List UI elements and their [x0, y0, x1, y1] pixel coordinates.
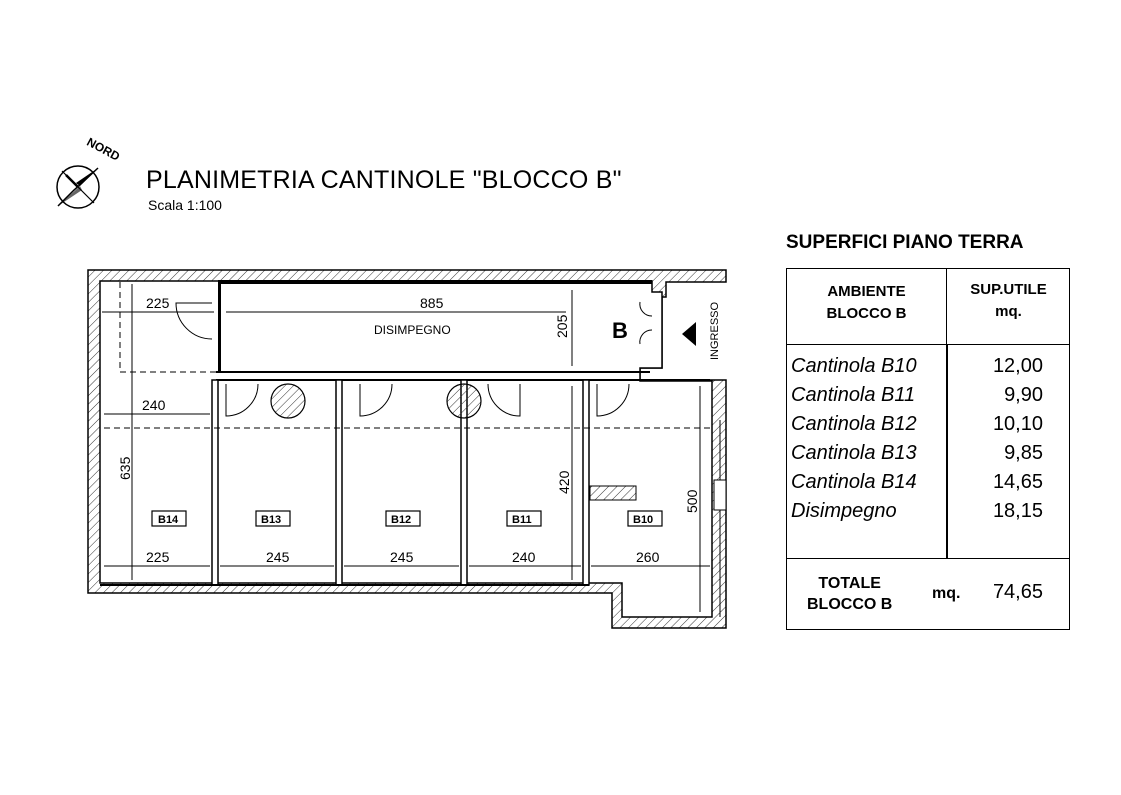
block-letter: B — [612, 318, 628, 343]
total-unit: mq. — [932, 585, 961, 602]
dim-b14-top: 240 — [142, 397, 166, 413]
svg-text:B13: B13 — [261, 514, 281, 526]
room-tag: B14 — [151, 510, 187, 527]
total-label: TOTALE BLOCCO B — [807, 575, 893, 613]
compass-label: NORD — [84, 135, 122, 164]
room-tag: B13 — [255, 510, 291, 527]
total-value: 74,65 — [992, 581, 1043, 603]
header-sup-utile: SUP.UTILE mq. — [947, 269, 1070, 345]
pillars — [270, 383, 482, 419]
page-title: PLANIMETRIA CANTINOLE "BLOCCO B" — [146, 166, 622, 194]
entrance-arrow-icon — [682, 322, 696, 346]
dim-corridor-depth: 205 — [554, 314, 570, 338]
corridor-label: DISIMPEGNO — [374, 323, 451, 337]
doors — [175, 301, 653, 417]
room-tag: B12 — [385, 510, 421, 527]
dim-b14-width: 225 — [146, 549, 170, 565]
svg-text:B10: B10 — [633, 514, 653, 526]
dim-b13-width: 245 — [266, 549, 290, 565]
dim-b10-height: 500 — [684, 489, 700, 513]
svg-text:B11: B11 — [512, 514, 532, 526]
dim-b12-width: 245 — [390, 549, 414, 565]
svg-text:B12: B12 — [391, 514, 411, 526]
north-arrow-icon: NORD — [56, 135, 123, 209]
scale-label: Scala 1:100 — [148, 197, 222, 213]
header-ambiente: AMBIENTE BLOCCO B — [787, 269, 947, 345]
dim-b14-height: 635 — [117, 456, 133, 480]
room-tag: B10 — [627, 510, 663, 527]
surface-table: AMBIENTE BLOCCO B SUP.UTILE mq. Cantinol… — [786, 268, 1070, 630]
dim-b10-width: 260 — [636, 549, 660, 565]
dim-top-left: 225 — [146, 295, 170, 311]
room-tag: B11 — [506, 510, 542, 527]
summary-title: SUPERFICI PIANO TERRA — [786, 232, 1024, 253]
dim-b11-width: 240 — [512, 549, 536, 565]
dim-corridor-length: 885 — [420, 295, 444, 311]
outer-walls — [87, 269, 727, 629]
cell-walls — [100, 379, 727, 617]
total-row: TOTALE BLOCCO B mq. 74,65 — [787, 558, 1069, 630]
svg-text:B14: B14 — [158, 514, 179, 526]
entrance-label: INGRESSO — [709, 301, 721, 360]
dim-cell-height: 420 — [556, 470, 572, 494]
